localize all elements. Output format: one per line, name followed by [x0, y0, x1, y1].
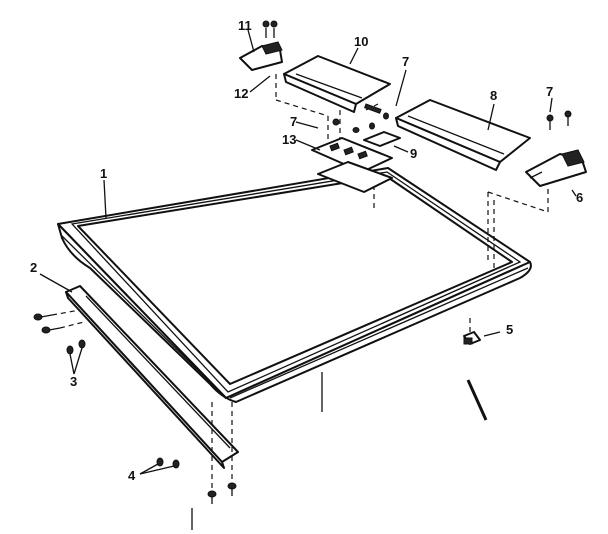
callout-12: 12	[234, 86, 248, 101]
callout-13: 13	[282, 132, 296, 147]
plate-part-13	[295, 137, 393, 193]
scan-marks	[321, 372, 488, 421]
callout-1: 1	[100, 166, 107, 181]
top-frame-part-1	[57, 167, 532, 403]
callout-7-left: 7	[290, 114, 297, 129]
screws-part-4	[139, 402, 237, 530]
screws-part-3	[33, 309, 86, 375]
callout-5: 5	[506, 322, 513, 337]
callout-8: 8	[490, 88, 497, 103]
plate-part-9	[332, 103, 409, 153]
callout-labels: 1 2 3 4 5 6 7 7 7 8 9 10 11 12 13	[30, 18, 583, 483]
front-strip-part-2	[65, 285, 239, 469]
leader-part-2	[39, 273, 73, 293]
callout-9: 9	[410, 146, 417, 161]
callout-2: 2	[30, 260, 37, 275]
callout-3: 3	[70, 374, 77, 389]
hinge-part-6	[487, 149, 587, 270]
callout-10: 10	[354, 34, 368, 49]
leader-part-1	[103, 179, 107, 219]
bumper-part-5	[463, 318, 501, 345]
callout-7-right: 7	[546, 84, 553, 99]
bracket-part-11	[239, 20, 283, 93]
callout-7-center: 7	[402, 54, 409, 69]
hinge-strip-part-10	[283, 47, 391, 113]
callout-11: 11	[238, 18, 252, 33]
hinge-strip-part-8	[395, 99, 531, 171]
screws-part-7-right	[546, 97, 572, 130]
callout-6: 6	[576, 190, 583, 205]
leader-part-7-left	[295, 69, 407, 129]
callout-4: 4	[128, 468, 136, 483]
